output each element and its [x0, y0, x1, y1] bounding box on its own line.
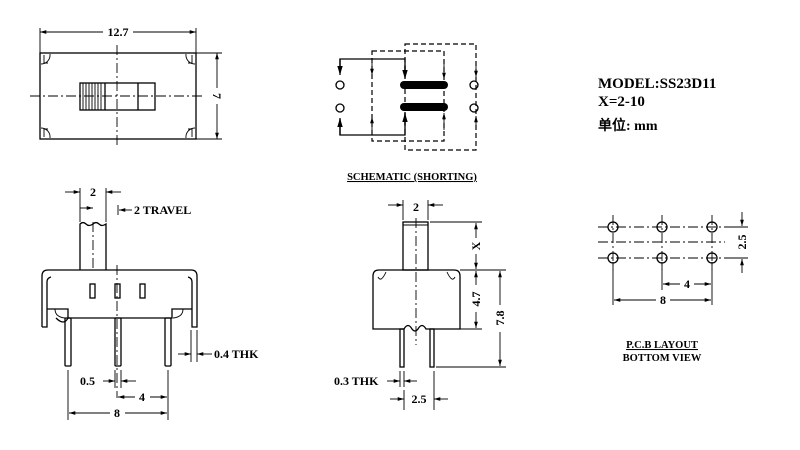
width-dim-label: 12.7	[108, 25, 129, 39]
side-view: 2 2 TRAVEL 0.4 THK 0.5 4 8	[41, 185, 259, 420]
body-height-label: 4.7	[469, 292, 483, 307]
end-view: 2 X 4.7 7.8 0.3 THK 2.5	[334, 200, 507, 410]
travel-label: 2 TRAVEL	[134, 203, 191, 217]
height-dim-label: 7	[210, 93, 224, 99]
schematic: SCHEMATIC (SHORTING)	[335, 43, 479, 183]
pin-span-label: 8	[114, 406, 120, 420]
actuator-height-label: X	[469, 241, 483, 250]
unit-label: 单位: mm	[598, 117, 658, 134]
x-range-label: X=2-10	[598, 94, 645, 110]
end-actuator-width-label: 2	[413, 200, 419, 214]
total-height-label: 7.8	[493, 311, 507, 326]
pin-pitch-label: 4	[139, 390, 145, 404]
pin-thickness-label: 0.3 THK	[334, 374, 379, 388]
model-specs: MODEL:SS23D11 X=2-10 单位: mm	[598, 76, 716, 134]
pin-row-spacing-label: 2.5	[412, 392, 427, 406]
pcb-pitch-label: 4	[684, 277, 690, 291]
pin-width-label: 0.5	[80, 374, 95, 388]
schematic-caption: SCHEMATIC (SHORTING)	[347, 172, 477, 183]
actuator-width-label: 2	[90, 185, 96, 199]
pcb-span-label: 8	[660, 293, 666, 307]
frame-thickness-label: 0.4 THK	[214, 347, 259, 361]
pcb-caption-line2: BOTTOM VIEW	[623, 353, 702, 364]
top-view: 12.7 7	[30, 25, 224, 148]
model-label: MODEL:SS23D11	[598, 76, 716, 92]
pcb-row-spacing-label: 2.5	[735, 235, 749, 250]
pcb-layout: 2.5 4 8 P.C.B LAYOUT BOTTOM VIEW	[598, 212, 749, 364]
pcb-caption-line1: P.C.B LAYOUT	[626, 340, 698, 351]
